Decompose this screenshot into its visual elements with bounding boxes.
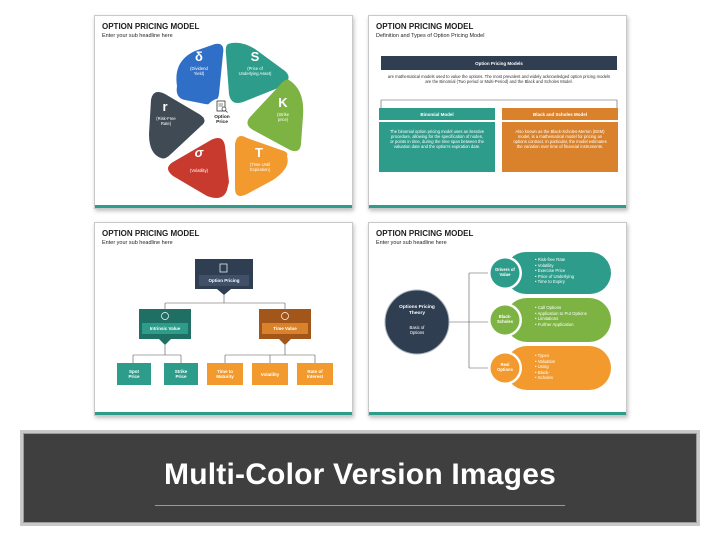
- segment-dividend-shape: [176, 43, 224, 105]
- center-label: Option Price: [214, 115, 230, 126]
- hexagon-diagram: [149, 42, 304, 198]
- list-item: Black-: [535, 370, 555, 376]
- thumbnail-slide-definition[interactable]: OPTION PRICING MODEL Definition and Type…: [368, 15, 627, 209]
- mindmap-shapes: [384, 252, 611, 390]
- black-scholes-text: Also known as the Black-Scholes-Merton (…: [513, 129, 607, 149]
- leaf-node: Strike Price: [164, 363, 198, 385]
- segment-volatility-shape: [168, 138, 229, 198]
- slide-subtitle: Definition and Types of Option Pricing M…: [376, 33, 485, 39]
- segment-label: (Strike price): [276, 112, 290, 122]
- tree-connectors: [132, 259, 316, 363]
- binomial-text: The binomial option pricing model uses a…: [389, 129, 485, 149]
- binomial-panel: [379, 122, 495, 172]
- banner-divider: [155, 505, 565, 506]
- segment-label: (Time Until Expiration): [249, 162, 271, 172]
- list-item: Valuation: [535, 359, 556, 365]
- segment-symbol: K: [278, 95, 288, 110]
- list-item: Exercise Price: [535, 268, 574, 274]
- segment-symbol: δ: [195, 49, 203, 64]
- caption-banner: Multi-Color Version Images: [20, 430, 700, 526]
- slide-subtitle: Enter your sub headline here: [376, 240, 447, 246]
- list-item: Using: [535, 364, 555, 370]
- segment-label: (Volatility): [189, 168, 209, 173]
- slide-footer-bar: [95, 205, 352, 208]
- segment-price-shape: [225, 42, 289, 103]
- slide-footer-bar: [369, 205, 626, 208]
- list-item: Scholes: [535, 375, 555, 381]
- connector-lines: [380, 99, 618, 108]
- segment-strike-shape: [247, 79, 304, 152]
- segment-time-shape: [235, 136, 288, 196]
- segment-riskfree-shape: [149, 92, 205, 159]
- segment-symbol: σ: [194, 145, 204, 160]
- branch-items-black-scholes: Call Options Application to Put Options …: [535, 305, 605, 327]
- time-value-node: Time Value: [273, 326, 297, 331]
- center-subtitle: Basic of Options: [409, 325, 425, 335]
- intrinsic-value-node: Intrinsic Value: [149, 326, 181, 331]
- segment-symbol: T: [255, 145, 263, 160]
- leaf-node: Spot Price: [117, 363, 151, 385]
- thumbnail-slide-mindmap[interactable]: OPTION PRICING MODEL Enter your sub head…: [368, 222, 627, 416]
- slide-footer-bar: [369, 412, 626, 415]
- branch-label: Black- Scholes: [496, 314, 514, 324]
- thumbnail-slide-hexagon[interactable]: OPTION PRICING MODEL Enter your sub head…: [94, 15, 353, 209]
- slide-title: OPTION PRICING MODEL: [102, 22, 200, 31]
- list-item: Time to Expiry: [535, 279, 574, 285]
- list-item: Volatility: [535, 263, 574, 269]
- leaf-node: Volatility: [252, 363, 288, 385]
- branch-label: Real Options: [497, 362, 513, 372]
- thumbnail-slide-tree[interactable]: OPTION PRICING MODEL Enter your sub head…: [94, 222, 353, 416]
- segment-symbol: r: [162, 99, 168, 114]
- models-header: Option Pricing Models: [381, 56, 617, 70]
- banner-title: Multi-Color Version Images: [164, 458, 556, 491]
- document-search-icon: [216, 100, 228, 113]
- root-node: Option Pricing: [208, 278, 240, 283]
- list-item: Types: [535, 353, 555, 359]
- slide-title: OPTION PRICING MODEL: [102, 229, 200, 238]
- slide-subtitle: Enter your sub headline here: [102, 33, 173, 39]
- segment-symbol: S: [250, 49, 260, 64]
- black-scholes-title: Black and Scholes Model: [502, 108, 618, 120]
- slide-title: OPTION PRICING MODEL: [376, 22, 474, 31]
- segment-label: (Risk-Free Rate): [156, 116, 176, 126]
- segment-label: (Dividend Yield): [190, 66, 208, 76]
- list-item: Call Options: [535, 305, 605, 311]
- models-description: are mathematical models used to value th…: [387, 74, 611, 84]
- black-scholes-panel: [502, 122, 618, 172]
- center-title: Options Pricing Theory: [399, 305, 435, 316]
- slide-subtitle: Enter your sub headline here: [102, 240, 173, 246]
- binomial-title: Binomial Model: [379, 108, 495, 120]
- list-item: Further Application: [535, 322, 605, 328]
- leaf-node: Time to Maturity: [207, 363, 243, 385]
- list-item: Price of Underlying: [535, 274, 574, 280]
- list-item: Risk-free Rate: [535, 257, 574, 263]
- branch-items-real-options: Types Valuation Using Black- Scholes: [535, 353, 556, 381]
- leaf-node: Rate of Interest: [297, 363, 333, 385]
- segment-label: (Price of Underlying Asset): [238, 66, 272, 76]
- branch-label: Drivers of Value: [495, 267, 515, 277]
- list-item: Application to Put Options: [535, 311, 605, 317]
- branch-items-drivers: Risk-free Rate Volatility Exercise Price…: [535, 257, 574, 285]
- slide-title: OPTION PRICING MODEL: [376, 229, 474, 238]
- slide-footer-bar: [95, 412, 352, 415]
- list-item: Limitations: [535, 316, 605, 322]
